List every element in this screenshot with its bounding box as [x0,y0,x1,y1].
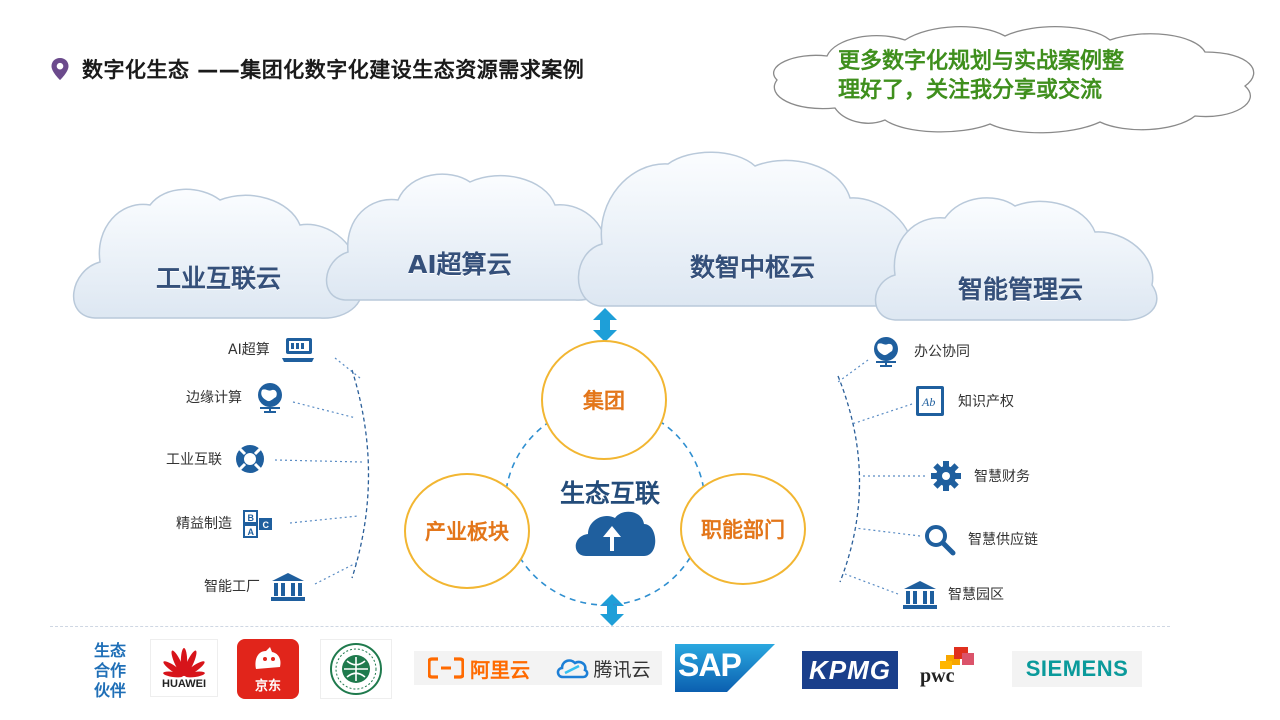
sap-wordmark: SAP [678,647,742,683]
page-header: 数字化生态 ——集团化数字化建设生态资源需求案例 [50,54,584,84]
globe-icon [258,383,282,413]
location-pin-icon [51,58,69,80]
svg-text:C: C [263,520,270,530]
page-title: 数字化生态 ——集团化数字化建设生态资源需求案例 [82,58,585,82]
svg-text:Ab: Ab [921,395,935,409]
circle-industry-segment: 产业板块 [404,473,530,589]
cloud-upload-icon [575,511,656,556]
arrow-up-down-bottom [600,594,624,626]
logo-pwc: pwc [902,645,982,691]
logo-jd: 京东 [237,639,299,699]
state-grid-emblem-icon [330,643,382,695]
gear-icon [931,461,961,491]
cloud-smart-management [874,197,1158,321]
left-item-ai-supercomputing: AI超算 [228,332,318,366]
cloud-industrial-internet [72,188,363,319]
sap-badge-icon [675,644,775,692]
cloud-label-industrial: 工业互联云 [156,264,282,293]
right-dashed-arc [837,375,861,583]
logo-kpmg: KPMG [802,651,898,689]
jd-wordmark: 京东 [254,678,281,694]
right-item-smart-finance: 智慧财务 [926,459,1030,493]
left-item-label: AI超算 [228,342,270,358]
cloud-label-ai: AI超算云 [408,250,512,279]
note-line-1: 更多数字化规划与实战案例整 [838,49,1125,74]
right-item-label: 智慧园区 [948,587,1004,603]
left-item-industrial-internet: 工业互联 [166,442,270,476]
aliyun-wordmark: 阿里云 [470,657,530,682]
book-icon: Ab [916,386,944,416]
right-item-smart-park: 智慧园区 [900,577,1004,611]
right-item-label: 智慧财务 [974,469,1030,485]
left-item-label: 边缘计算 [186,390,242,406]
right-item-office-collaboration: 办公协同 [866,334,970,368]
lifebuoy-icon [236,445,264,473]
partners-heading: 生态 合作 伙伴 [93,641,126,700]
left-item-label: 智能工厂 [204,579,260,595]
kpmg-wordmark: KPMG [809,654,891,685]
svg-text:B: B [248,513,255,523]
right-item-intellectual-property: Ab 知识产权 [910,384,1014,418]
left-item-lean-manufacturing: 精益制造 B A C [176,506,280,540]
circle-functional-dept: 职能部门 [680,473,806,585]
logo-state-grid [320,639,392,699]
cloud-ai-supercomputing [325,173,611,301]
circle-group-label: 集团 [583,389,625,413]
left-item-edge-computing: 边缘计算 [186,380,290,414]
hub-center-title: 生态互联 [559,479,660,508]
right-item-label: 智慧供应链 [968,532,1038,548]
left-connectors [274,357,363,585]
huawei-wordmark: HUAWEI [162,678,206,690]
logo-siemens: SIEMENS [1012,651,1142,687]
logo-huawei: HUAWEI [150,639,218,697]
tencent-cloud-icon [557,659,589,679]
note-line-2: 理好了，关注我分享或交流 [838,78,1103,103]
building-icon [903,581,937,609]
right-item-label: 知识产权 [958,394,1014,410]
search-icon [925,525,956,556]
circle-industry-label: 产业板块 [425,520,509,544]
note-cloud-bubble [773,25,1255,134]
blocks-icon: B A C [243,510,272,538]
tencent-wordmark: 腾讯云 [593,658,651,681]
cloud-label-management: 智能管理云 [958,275,1084,304]
huawei-petal-icon [163,648,205,678]
left-item-label: 工业互联 [166,452,222,468]
left-item-smart-factory: 智能工厂 [204,569,308,603]
circle-functional-label: 职能部门 [701,518,785,542]
jd-dog-icon [255,646,281,669]
right-item-smart-supply-chain: 智慧供应链 [920,522,1038,556]
right-connectors [837,359,925,595]
left-item-label: 精益制造 [176,516,232,532]
left-dashed-arc [351,369,370,579]
globe-icon [874,337,898,367]
aliyun-bracket-icon [428,657,464,679]
arrow-up-down-top [593,308,617,342]
siemens-wordmark: SIEMENS [1025,656,1129,681]
pwc-wordmark: pwc [920,665,955,687]
circle-group: 集团 [541,340,667,460]
logo-sap: SAP [672,643,778,693]
svg-text:A: A [248,527,255,537]
note-text: 更多数字化规划与实战案例整 理好了，关注我分享或交流 [838,47,1198,105]
cloud-label-hub: 数智中枢云 [690,253,816,282]
right-item-label: 办公协同 [914,344,970,360]
pwc-blocks-icon [940,647,974,669]
logo-tencent-cloud: 腾讯云 [544,651,662,685]
supercomputer-icon [281,338,314,362]
logo-aliyun: 阿里云 [414,651,544,685]
factory-building-icon [271,573,305,601]
partners-strip: 生态 合作 伙伴 HUAWEI 京东 [50,626,1170,706]
